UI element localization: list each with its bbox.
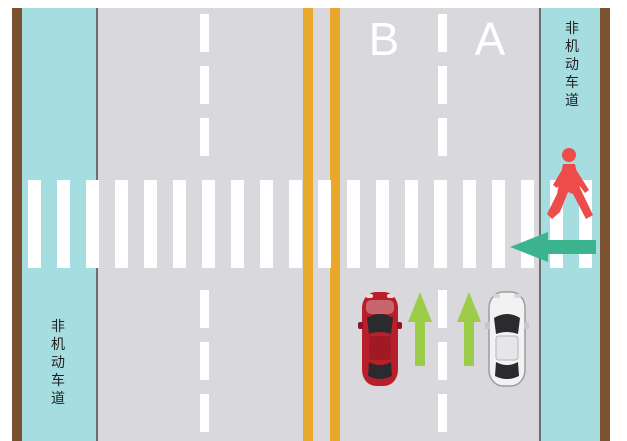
zebra-stripe [405,180,418,268]
zebra-stripe [86,180,99,268]
svg-text:非: 非 [51,319,65,335]
zebra-stripe [289,180,302,268]
center-line-right [330,8,340,441]
svg-text:动: 动 [565,57,579,73]
svg-text:动: 动 [51,355,65,371]
zebra-stripe [28,180,41,268]
svg-text:车: 车 [51,372,65,389]
zebra-stripe [231,180,244,268]
svg-text:机: 机 [565,39,579,55]
zebra-stripe [57,180,70,268]
svg-text:道: 道 [51,391,65,407]
right-bike-lane-label: 非 机 动 车 道 [565,21,579,109]
center-line-left [303,8,313,441]
lane-label-b: B [369,13,400,65]
zebra-stripe [347,180,360,268]
zebra-stripe [463,180,476,268]
svg-text:机: 机 [51,337,65,353]
left-curb [12,8,22,441]
zebra-stripe [260,180,273,268]
white-car-icon [485,292,529,386]
lane-label-a: A [475,13,506,65]
zebra-stripe [202,180,215,268]
left-bike-lane-label: 非 机 动 车 道 [51,319,65,407]
zebra-stripe [144,180,157,268]
zebra-stripe [434,180,447,268]
zebra-stripe [492,180,505,268]
zebra-stripe [318,180,331,268]
svg-text:车: 车 [565,74,579,91]
red-car-icon [358,292,402,386]
zebra-stripe [173,180,186,268]
right-curb [600,8,610,441]
svg-text:道: 道 [565,93,579,109]
zebra-stripe [376,180,389,268]
svg-text:非: 非 [565,21,579,37]
zebra-stripe [115,180,128,268]
